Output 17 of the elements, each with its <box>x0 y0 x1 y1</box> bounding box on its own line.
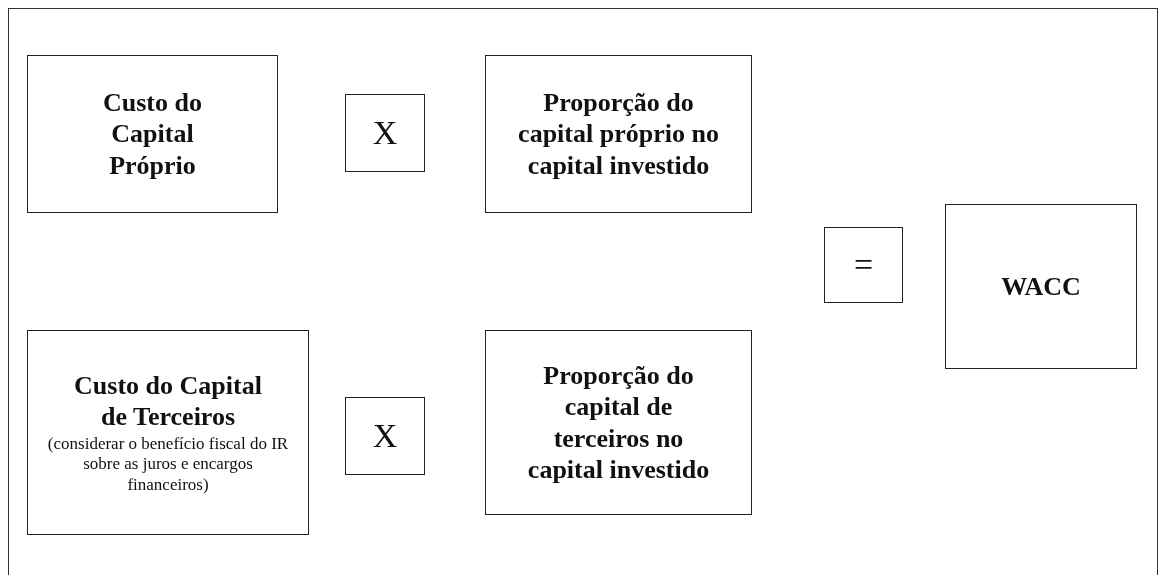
box-heading: WACC <box>1001 270 1081 303</box>
result-box <box>945 204 1137 369</box>
box-heading: Proporção do capital próprio no capital investido <box>517 87 720 181</box>
operator-sign: X <box>372 419 398 453</box>
term-box <box>485 55 752 213</box>
box-note: (considerar o benefício fiscal do IR sobre as juros e encargos financeiros) <box>46 434 290 496</box>
box-heading: Proporção do capital de terceiros no capital investido <box>526 360 711 485</box>
box-heading: Custo do Capital de Terceiros <box>73 369 263 433</box>
term-box <box>27 330 309 535</box>
term-box <box>485 330 752 515</box>
box-heading: Custo do Capital Próprio <box>102 87 203 181</box>
operator-box <box>345 397 425 475</box>
term-box <box>27 55 278 213</box>
operator-box <box>345 94 425 172</box>
operator-box <box>824 227 903 303</box>
operator-sign: = <box>853 248 874 282</box>
operator-sign: X <box>372 116 398 150</box>
